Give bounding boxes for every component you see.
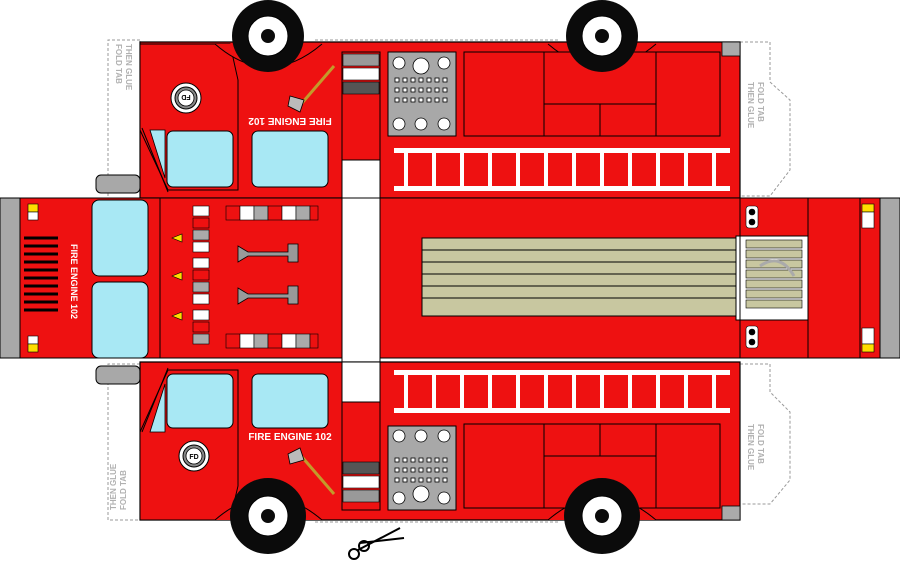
fold-tab-labels: FOLD TAB THEN GLUE FOLD TAB THEN GLUE FO… — [109, 44, 765, 510]
engine-label-bottom: FIRE ENGINE 102 — [248, 432, 332, 443]
fold-tab-top-right-2: THEN GLUE — [746, 82, 755, 129]
fold-tab-bottom-left: FOLD TAB — [119, 470, 128, 510]
wheel-icon — [232, 0, 304, 72]
hose-bed — [421, 237, 741, 317]
side-panel-bottom: FIRE ENGINE 102 FD — [139, 361, 741, 521]
hose-reel-icon — [759, 259, 796, 277]
fold-tab-bottom-left-2: THEN GLUE — [109, 463, 118, 510]
fire-axe-icon — [287, 65, 336, 113]
fold-tab-bottom-right-2: THEN GLUE — [746, 424, 755, 471]
engine-label-top: FIRE ENGINE 102 — [248, 115, 332, 126]
svg-text:FD: FD — [189, 454, 198, 461]
fd-emblem-icon: FD — [170, 82, 202, 114]
side-panel-top: FD FIRE ENGINE 102 — [139, 41, 741, 201]
fold-tab-top-left: FOLD TAB — [114, 44, 123, 84]
ladder-bottom — [394, 370, 730, 413]
wheel-icon — [566, 0, 638, 72]
fire-axe-icon — [287, 447, 336, 495]
fold-tab-bottom-right: FOLD TAB — [756, 424, 765, 464]
grille — [24, 236, 58, 312]
fd-emblem-icon: FD — [178, 440, 210, 472]
ladder-top — [394, 148, 730, 191]
scissors-icon — [348, 527, 405, 560]
wheel-icon — [230, 478, 306, 554]
svg-text:FD: FD — [181, 93, 190, 100]
cab-window-bottom-2 — [251, 373, 329, 429]
cab-window-top-2 — [251, 130, 329, 188]
fold-tab-top-left-2: THEN GLUE — [124, 44, 133, 91]
cab-window-bottom-1 — [166, 373, 234, 429]
siren-light-icon — [171, 205, 210, 345]
cab-window-top-1 — [166, 130, 234, 188]
engine-label-front: FIRE ENGINE 102 — [69, 244, 79, 319]
roof-panel: FIRE ENGINE 102 — [0, 174, 900, 385]
fold-tab-top-right: FOLD TAB — [756, 82, 765, 122]
wheel-icon — [564, 478, 640, 554]
